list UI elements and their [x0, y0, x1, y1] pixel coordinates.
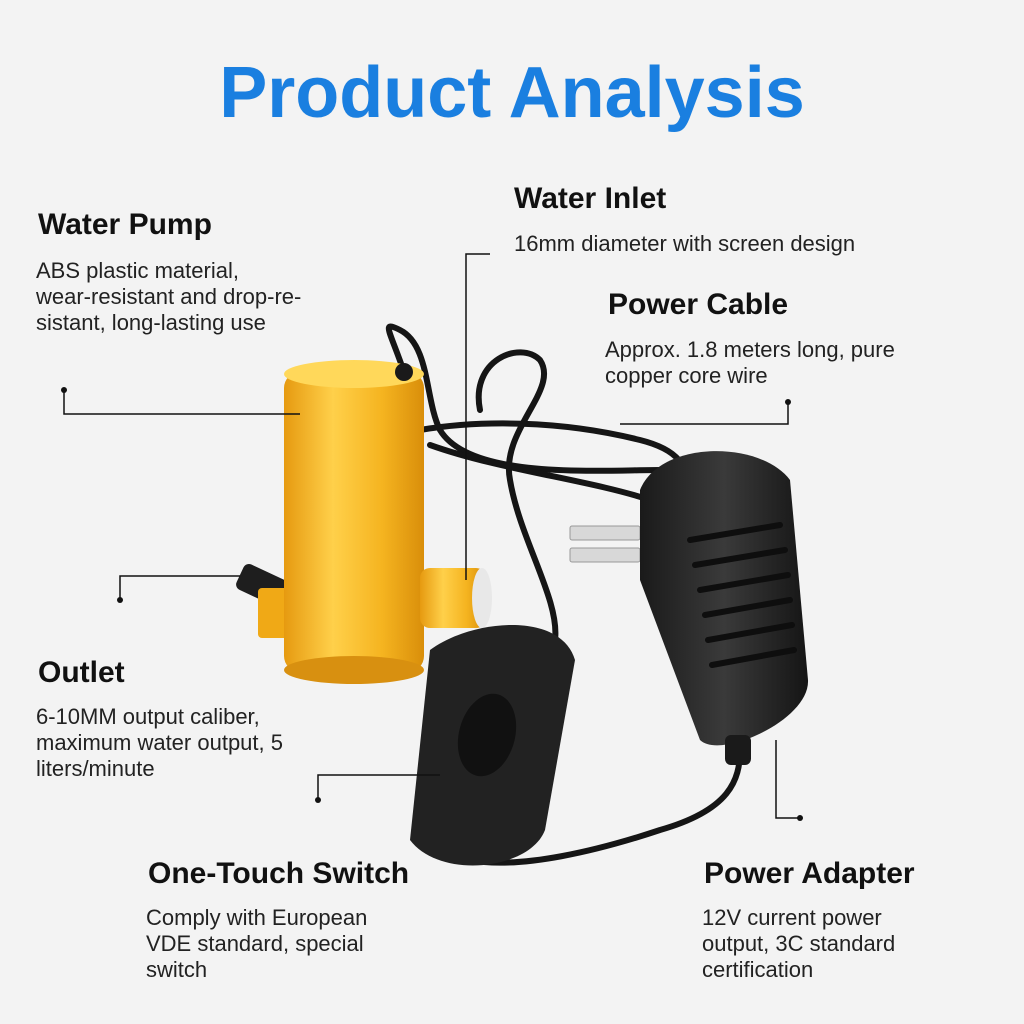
leader-lines [63, 253, 800, 819]
switch-body [410, 625, 575, 866]
power-cable-heading: Power Cable [608, 288, 789, 321]
power-cable-description: Approx. 1.8 meters long, pure copper cor… [605, 337, 895, 388]
power-adapter-heading: Power Adapter [704, 857, 915, 890]
water-inlet-heading: Water Inlet [514, 182, 667, 215]
water-pump-body [284, 360, 424, 684]
leader-dots [61, 387, 803, 821]
water-inlet [420, 568, 492, 628]
water-pump-description: ABS plastic material, wear-resistant and… [36, 258, 302, 335]
page-title: Product Analysis [219, 53, 805, 133]
water-inlet-description: 16mm diameter with screen design [514, 231, 856, 256]
adapter-prongs [569, 525, 641, 563]
power-cable [385, 323, 743, 866]
power-adapter-body [640, 451, 809, 765]
water-pump-heading: Water Pump [38, 208, 212, 241]
switch-heading: One-Touch Switch [148, 857, 410, 890]
outlet-heading: Outlet [38, 656, 125, 689]
switch-description: Comply with European VDE standard, speci… [146, 905, 368, 982]
outlet-nozzle [236, 563, 290, 638]
outlet-description: 6-10MM output caliber, maximum water out… [36, 704, 283, 781]
power-adapter-description: 12V current power output, 3C standard ce… [702, 905, 896, 982]
